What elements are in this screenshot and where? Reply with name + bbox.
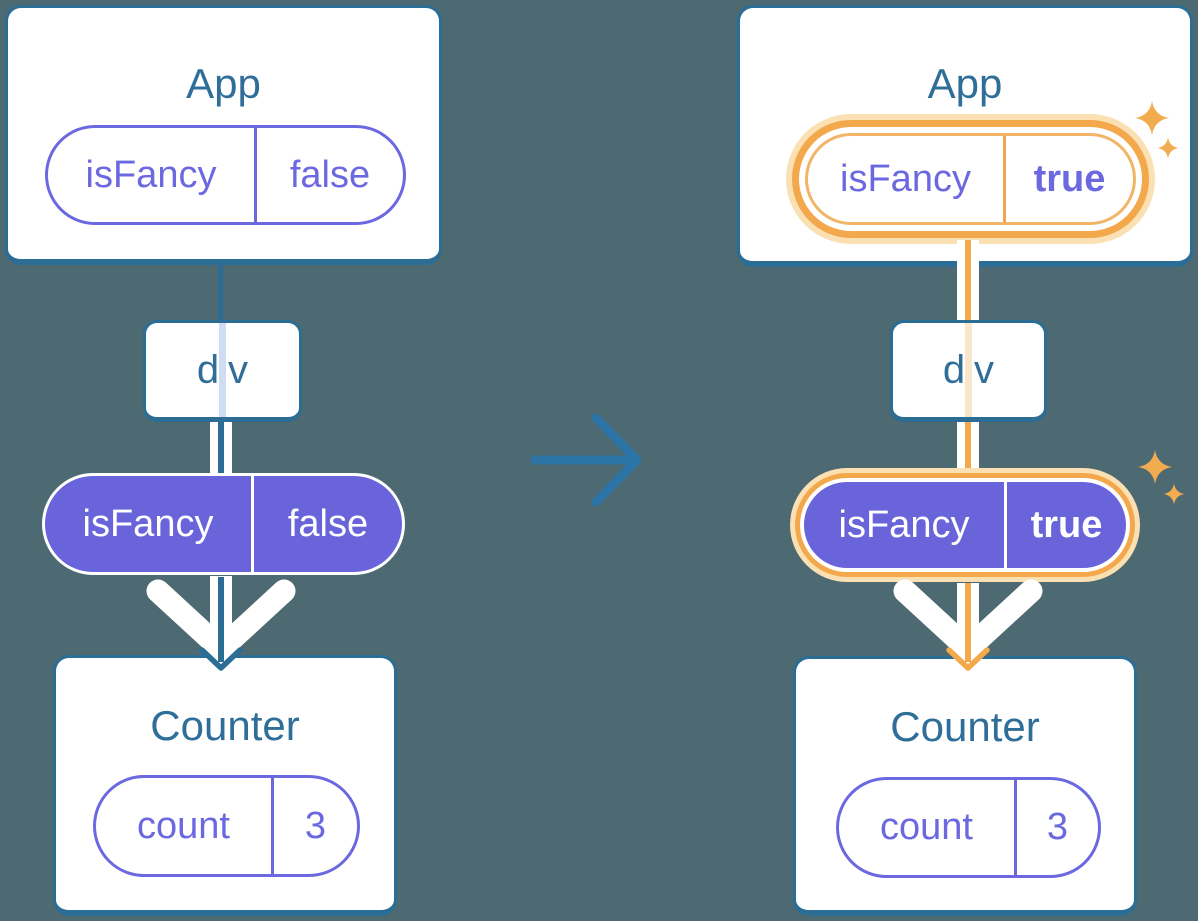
faint-state-line [965, 323, 972, 417]
sparkles-icon [1138, 450, 1185, 505]
app-title: App [927, 60, 1003, 107]
prop-name: isFancy [808, 136, 1006, 222]
prop-pill-app-highlighted: isFancy true [805, 133, 1136, 225]
counter-title: Counter [890, 703, 1040, 750]
prop-value: false [287, 502, 369, 545]
edge-div-pill [218, 420, 224, 476]
counter-card: Counter count 3 [793, 656, 1137, 916]
counter-title: Counter [150, 702, 300, 749]
prop-pill-passed: isFancy false [42, 473, 405, 575]
prop-name: isFancy [48, 128, 257, 222]
div-node: div [143, 320, 302, 422]
counter-card: Counter count 3 [53, 655, 397, 916]
prop-pill-passed-highlighted: isFancy true [800, 478, 1130, 572]
edge-casing [210, 576, 232, 644]
prop-value: true [1033, 157, 1106, 200]
app-card: App isFancy true [737, 5, 1193, 267]
edge-app-div [218, 260, 223, 322]
prop-name: isFancy [804, 482, 1007, 568]
prop-pill-app: isFancy false [45, 125, 406, 225]
edge-app-div [965, 240, 971, 322]
state-pill-count: count 3 [836, 777, 1101, 878]
state-value: 3 [1046, 806, 1069, 848]
edge-div-pill [965, 420, 971, 480]
prop-name: isFancy [45, 476, 254, 572]
state-value: 3 [304, 804, 327, 847]
edge-casing [957, 583, 979, 644]
app-card: App isFancy false [5, 5, 442, 265]
faint-state-line [219, 323, 226, 417]
prop-value: false [289, 153, 371, 196]
app-title: App [186, 60, 261, 107]
state-name: count [96, 778, 274, 874]
state-pill-count: count 3 [93, 775, 360, 877]
div-node: div [890, 320, 1047, 422]
transition-arrow-icon [530, 413, 642, 507]
state-name: count [839, 780, 1017, 875]
prop-value: true [1030, 503, 1103, 546]
